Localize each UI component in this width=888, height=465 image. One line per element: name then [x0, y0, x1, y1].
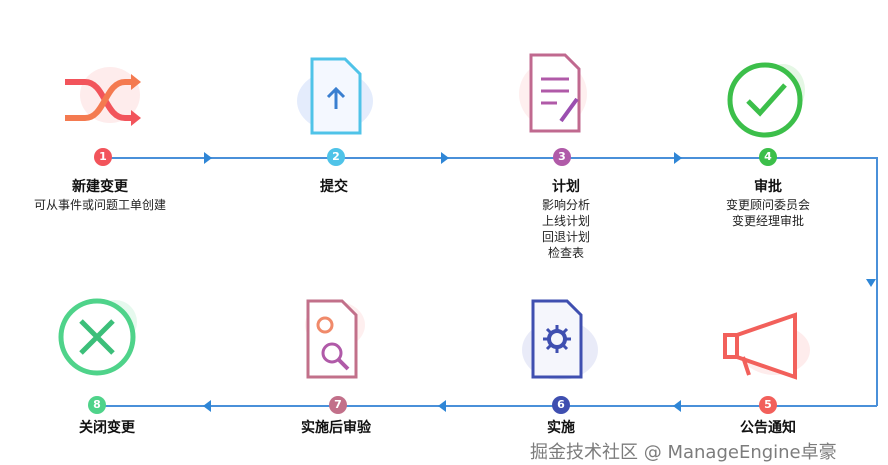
flow-line-right: [876, 157, 878, 406]
gear-document-icon: [522, 299, 598, 380]
step-title: 实施: [547, 420, 575, 436]
step-title: 关闭变更: [79, 420, 135, 436]
flow-line-bottom: [97, 405, 877, 407]
watermark: 掘金技术社区 @ ManageEngine卓豪: [530, 442, 837, 463]
step-3: 计划 影响分析 上线计划 回退计划 检查表: [476, 177, 656, 261]
close-circle-icon: [58, 298, 137, 376]
step-2: 提交: [244, 177, 424, 197]
step-number-1: 1: [94, 148, 112, 166]
step-5: 公告通知: [678, 418, 858, 438]
step-number-3: 3: [553, 148, 571, 166]
step-number-2: 2: [327, 148, 345, 166]
arrow-down: [866, 279, 876, 287]
step-desc: 变更经理审批: [731, 214, 804, 228]
upload-document-icon: [297, 57, 373, 135]
arrow-left: [673, 400, 681, 412]
arrow-right: [204, 152, 212, 164]
step-number-8: 8: [88, 396, 106, 414]
step-number-5: 5: [759, 396, 777, 414]
flow-line-top: [105, 157, 877, 159]
megaphone-icon: [723, 312, 810, 380]
step-number-6: 6: [552, 396, 570, 414]
arrow-left: [203, 400, 211, 412]
step-7: 实施后审验: [246, 418, 426, 438]
shuffle-icon: [65, 67, 141, 126]
checkmark-circle-icon: [727, 62, 805, 138]
step-desc: 变更顾问委员会: [725, 198, 810, 212]
step-desc: 检查表: [547, 246, 584, 260]
step-desc: 回退计划: [541, 230, 590, 244]
step-title: 新建变更: [72, 179, 128, 195]
step-4: 审批 变更顾问委员会 变更经理审批: [678, 177, 858, 229]
step-desc: 可从事件或问题工单创建: [33, 198, 166, 212]
step-title: 公告通知: [740, 420, 796, 436]
step-number-7: 7: [329, 396, 347, 414]
step-title: 实施后审验: [301, 420, 371, 436]
step-number-4: 4: [759, 148, 777, 166]
arrow-right: [441, 152, 449, 164]
step-title: 提交: [320, 179, 348, 195]
step-8: 关闭变更: [17, 418, 197, 438]
step-desc: 影响分析: [541, 198, 590, 212]
step-title: 审批: [754, 179, 782, 195]
plan-document-icon: [519, 53, 587, 133]
step-desc: 上线计划: [541, 214, 590, 228]
step-6: 实施: [471, 418, 651, 438]
step-1: 新建变更 可从事件或问题工单创建: [10, 177, 190, 213]
arrow-left: [438, 400, 446, 412]
step-title: 计划: [552, 179, 580, 195]
review-document-icon: [305, 299, 365, 379]
arrow-right: [674, 152, 682, 164]
